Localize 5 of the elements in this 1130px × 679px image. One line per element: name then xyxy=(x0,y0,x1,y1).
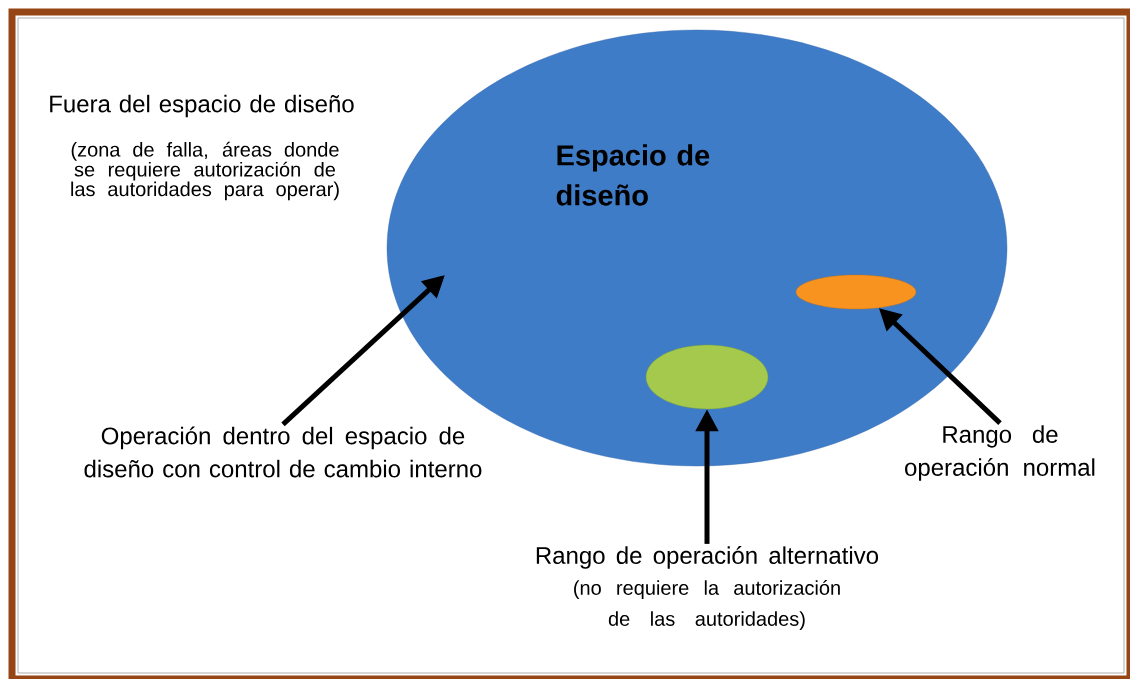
caption-text: Rango de operación alternativo (no requiere la autorización de las autoridades) xyxy=(536,546,879,630)
note-text: (zona de falla, áreas donde se requiere autorización de las autoridades para operar) xyxy=(71,141,339,201)
note-text: Fuera del espacio de diseño xyxy=(50,94,354,118)
range-ellipse xyxy=(795,274,917,310)
range-ellipse xyxy=(645,344,769,410)
